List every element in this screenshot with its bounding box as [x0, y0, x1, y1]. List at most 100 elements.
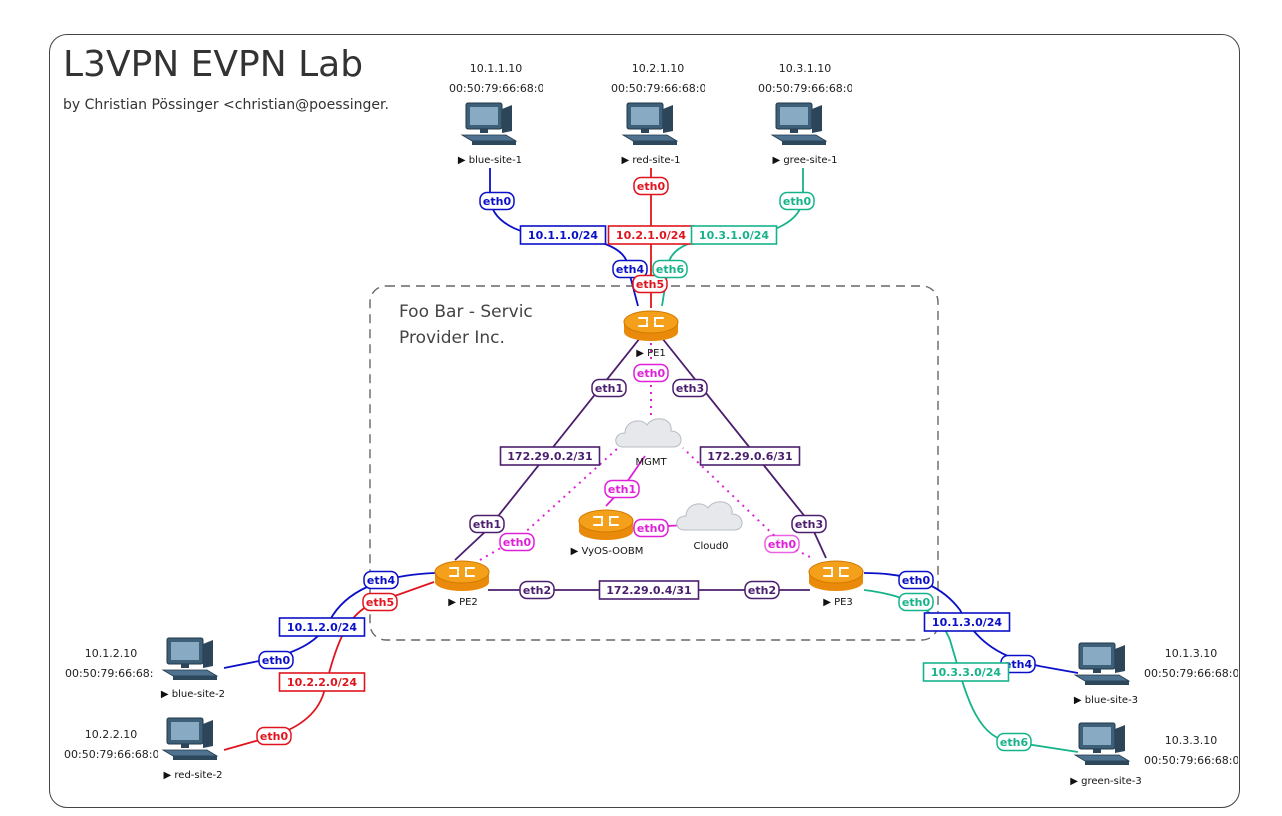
subnet-label: 172.29.0.2/31	[499, 446, 601, 466]
subnet-label-text: 172.29.0.2/31	[507, 450, 592, 463]
interface-label: eth0	[633, 176, 669, 196]
interface-label-box	[791, 514, 827, 534]
interface-label-text: eth6	[656, 263, 685, 276]
interface-label: eth2	[519, 580, 555, 600]
ip-label-blue-site-2: 10.1.2.10	[85, 647, 137, 660]
interface-label-text: eth0	[768, 538, 797, 551]
interface-label-text: eth3	[795, 518, 823, 531]
subnet-label-box	[699, 446, 801, 466]
stand-shape	[1093, 669, 1101, 673]
router-arrows-shape	[823, 567, 849, 577]
node-label-VyOS-OOBM: ▶ VyOS-OOBM	[571, 546, 644, 557]
interface-label-box	[744, 580, 780, 600]
interface-label: eth0	[499, 532, 535, 552]
interface-label: eth0	[633, 363, 669, 383]
pc-icon	[770, 102, 828, 145]
subnet-label-box	[922, 662, 1010, 682]
cloud-icon	[615, 418, 682, 448]
interface-label-text: eth0	[503, 536, 532, 549]
node-label-red-site-2: ▶ red-site-2	[164, 770, 223, 781]
router-icon	[578, 509, 634, 540]
base-shape	[633, 141, 677, 145]
interface-label-text: eth4	[367, 574, 396, 587]
node-label-PE1: ▶ PE1	[636, 348, 666, 359]
monitor-side-shape	[1115, 725, 1125, 753]
router-icon	[434, 560, 490, 591]
router-arrows-shape	[593, 516, 619, 526]
provider-label: Foo Bar - Servic Provider Inc.	[399, 299, 543, 351]
monitor-side-shape	[203, 640, 213, 668]
stand-shape	[790, 129, 798, 133]
interface-label: eth0	[633, 518, 669, 538]
node-label-gree-site-1: ▶ gree-site-1	[772, 155, 837, 166]
interface-label: eth0	[898, 592, 934, 612]
screen-shape	[631, 107, 659, 125]
subnet-label: 10.3.1.0/24	[690, 225, 778, 245]
interface-label-box	[764, 534, 800, 554]
subnet-label-text: 172.29.0.4/31	[606, 584, 691, 597]
stand-shape	[181, 664, 189, 668]
ip-label-blue-site-1: 10.1.1.10	[470, 62, 522, 75]
interface-label-box	[632, 274, 668, 294]
interface-label: eth0	[258, 650, 294, 670]
provider-boundary	[369, 285, 939, 641]
subnet-label-text: 10.3.1.0/24	[699, 229, 769, 242]
interface-label-box	[499, 532, 535, 552]
interface-label-text: eth0	[637, 367, 666, 380]
interface-label-box	[898, 570, 934, 590]
monitor-side-shape	[502, 105, 512, 133]
screen-shape	[470, 107, 498, 125]
interface-label: eth4	[612, 259, 648, 279]
subnet-label-box	[499, 446, 601, 466]
subnet-label: 10.1.1.0/24	[519, 225, 607, 245]
node-label-blue-site-2: ▶ blue-site-2	[161, 689, 225, 700]
interface-label-text: eth0	[260, 730, 289, 743]
interface-label-box	[633, 518, 669, 538]
interface-label: eth5	[632, 274, 668, 294]
subnet-label-text: 10.1.2.0/24	[287, 621, 357, 634]
node-label-Cloud0: Cloud0	[694, 541, 729, 552]
screen-shape	[1083, 647, 1111, 665]
mac-label-blue-site-3: 00:50:79:66:68:0	[1144, 667, 1240, 680]
router-top-shape	[434, 560, 490, 584]
interface-label: eth4	[363, 570, 399, 590]
subnet-label-box	[923, 612, 1011, 632]
interface-label: eth0	[256, 726, 292, 746]
monitor-side-shape	[1115, 645, 1125, 673]
interface-label-text: eth0	[902, 574, 931, 587]
ip-label-gree-site-1: 10.3.1.10	[779, 62, 831, 75]
interface-label-box	[633, 176, 669, 196]
interface-label: eth1	[591, 378, 627, 398]
subnet-label: 10.1.3.0/24	[923, 612, 1011, 632]
diagram-frame	[49, 34, 1240, 808]
interface-label-text: eth0	[637, 522, 666, 535]
subnet-label: 10.2.2.0/24	[278, 672, 366, 692]
router-top-shape	[623, 310, 679, 334]
interface-label-text: eth6	[1000, 736, 1029, 749]
base-shape	[173, 756, 217, 760]
interface-label-box	[672, 378, 708, 398]
screen-shape	[171, 642, 199, 660]
interface-label-text: eth0	[902, 596, 931, 609]
interface-label-text: eth0	[783, 195, 812, 208]
interface-label-box	[519, 580, 555, 600]
stand-shape	[181, 744, 189, 748]
cloud-icon	[676, 501, 743, 531]
router-top-shape	[808, 560, 864, 584]
router-icon	[808, 560, 864, 591]
node-label-PE2: ▶ PE2	[448, 597, 478, 608]
screen-shape	[780, 107, 808, 125]
cloud-shape	[615, 418, 682, 448]
interface-label: eth6	[996, 732, 1032, 752]
interface-label-text: eth3	[676, 382, 704, 395]
mac-label-green-site-3: 00:50:79:66:68:0	[1144, 754, 1240, 767]
subnet-label-text: 172.29.0.6/31	[707, 450, 792, 463]
interface-label-box	[362, 592, 398, 612]
provider-label-line1: Foo Bar - Servic	[399, 302, 533, 322]
diagram-subtitle: by Christian Pössinger <christian@poessi…	[63, 97, 389, 113]
interface-label: eth0	[479, 191, 515, 211]
subnet-label-text: 10.2.1.0/24	[616, 229, 686, 242]
subnet-label-text: 10.1.1.0/24	[528, 229, 598, 242]
router-arrows-shape	[449, 567, 475, 577]
